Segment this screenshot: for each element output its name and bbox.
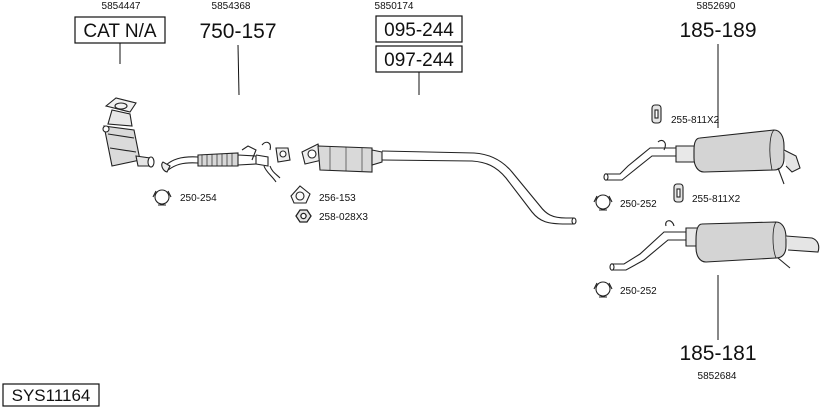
fitting-label-6: 255-811X2 [692,194,741,205]
centre-silencer-part-label-1: 095-244 [384,20,454,41]
catalyst-part-label: CAT N/A [83,21,157,42]
rear-silencer-lower-drawing [609,220,820,271]
oe-number-rear-silencer-upper: 5852690 [697,1,736,12]
fitting-label-7: 250-252 [620,286,657,297]
rear-silencer-upper-part-label: 185-189 [679,19,756,42]
rubber-hanger-icon-upper [651,104,662,124]
oe-number-front-pipe: 5854368 [212,1,251,12]
front-pipe-part-label: 750-157 [199,20,276,43]
rubber-hanger-icon-lower [673,183,684,203]
clamp-icon [152,189,172,206]
fitting-label-4: 255-811X2 [671,115,720,126]
oe-number-centre-silencer: 5850174 [375,1,414,12]
front-pipe-leader-line [237,44,240,96]
clamp-icon-lower [593,281,613,298]
centre-silencer-drawing [301,143,577,225]
system-code: SYS11164 [12,386,91,405]
fitting-label-1: 250-254 [180,193,217,204]
centre-silencer-part-label-2: 097-244 [384,50,454,71]
gasket-icon [290,185,311,204]
nut-icon [295,209,312,223]
rear-silencer-lower-part-label: 185-181 [679,342,756,365]
clamp-icon-upper [593,194,613,211]
fitting-label-2: 256-153 [319,193,356,204]
rear-silencer-upper-drawing [603,129,801,185]
front-pipe-drawing [161,141,291,183]
oe-number-rear-silencer-lower: 5852684 [698,371,737,382]
system-code-box [2,383,100,407]
centre-silencer-label-box-1 [375,15,463,43]
catalytic-converter-drawing [102,97,155,168]
fitting-label-5: 250-252 [620,199,657,210]
fitting-label-3: 258-028X3 [319,212,368,223]
oe-number-catalyst: 5854447 [102,1,141,12]
